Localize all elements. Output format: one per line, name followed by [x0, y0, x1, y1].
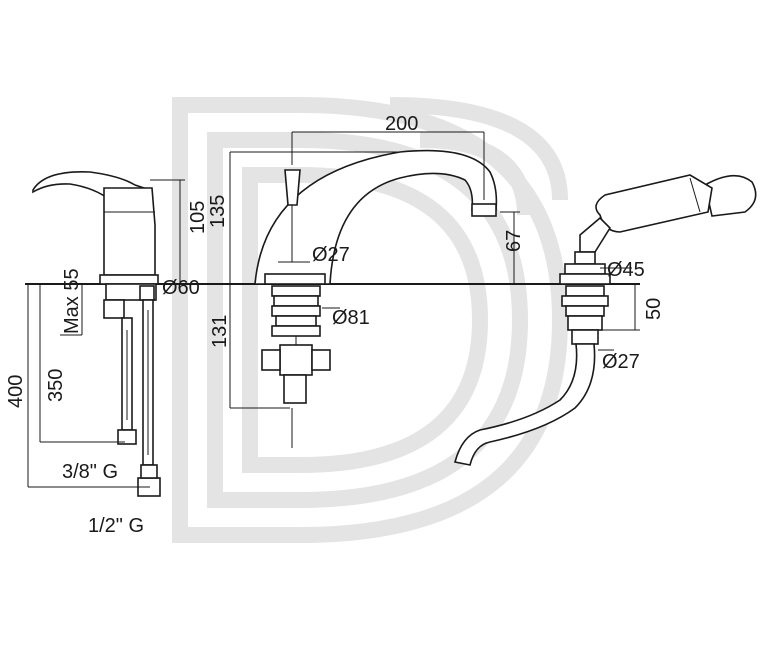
dim-131-label: 131 — [209, 315, 231, 348]
mixer-dimension-lines — [27, 179, 185, 488]
dim-350-label: 350 — [45, 369, 67, 402]
dim-50-label: 50 — [643, 298, 665, 320]
dim-200-label: 200 — [385, 113, 418, 135]
dia-27-hose-label: Ø27 — [602, 351, 640, 373]
dia-45-label: Ø45 — [607, 259, 645, 281]
thread-38-label: 3/8" G — [62, 461, 118, 483]
dim-400-label: 400 — [5, 375, 27, 408]
dia-27-spout-label: Ø27 — [312, 244, 350, 266]
dim-105-label: 105 — [187, 201, 209, 234]
dia-60-label: Ø60 — [162, 277, 200, 299]
dim-135-label: 135 — [207, 195, 229, 228]
hand-shower — [454, 174, 757, 466]
shower-dimension-lines — [598, 267, 640, 351]
thread-12-label: 1/2" G — [88, 515, 144, 537]
spout-dimension-lines — [229, 131, 520, 448]
spout — [254, 149, 498, 404]
dia-81-label: Ø81 — [332, 307, 370, 329]
dim-max55-label: Max 55 — [61, 268, 83, 334]
dim-67-label: 67 — [503, 230, 525, 252]
mixer-side-view — [32, 171, 161, 497]
